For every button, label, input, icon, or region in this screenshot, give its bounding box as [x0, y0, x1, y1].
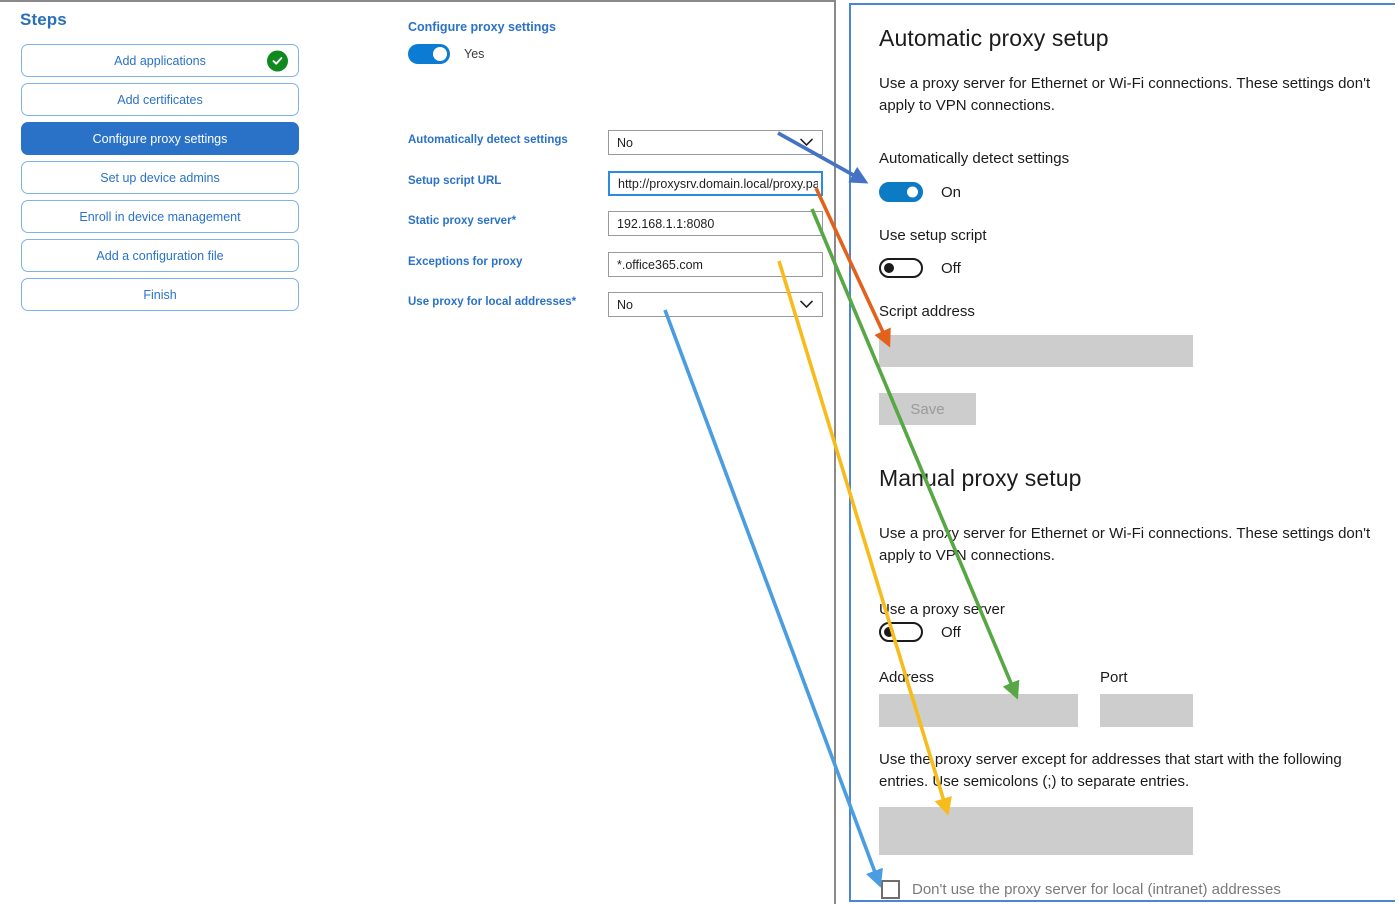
field-use-proxy-for-local-addresses: Use proxy for local addresses* No — [408, 292, 826, 318]
chevron-down-icon — [800, 136, 813, 150]
steps-list: Add applications Add certificates Config… — [21, 44, 299, 317]
bypass-local-addresses-label: Don't use the proxy server for local (in… — [912, 881, 1281, 898]
automatically-detect-settings-label: Automatically detect settings — [879, 150, 1070, 167]
bypass-local-addresses-row: Don't use the proxy server for local (in… — [881, 880, 1281, 899]
input-value: 192.168.1.1:8080 — [617, 216, 715, 231]
vertical-divider — [834, 0, 836, 904]
configure-proxy-toggle-value: Yes — [464, 47, 485, 61]
step-label: Add a configuration file — [96, 248, 224, 263]
step-label: Configure proxy settings — [92, 131, 228, 146]
field-label: Exceptions for proxy — [408, 256, 523, 268]
port-input[interactable] — [1100, 694, 1193, 727]
automatic-proxy-setup-heading: Automatic proxy setup — [879, 25, 1109, 51]
step-item-finish[interactable]: Finish — [21, 278, 299, 311]
exceptions-input[interactable] — [879, 807, 1193, 855]
use-proxy-for-local-addresses-select[interactable]: No — [608, 292, 823, 317]
step-item-set-up-device-admins[interactable]: Set up device admins — [21, 161, 299, 194]
step-item-add-certificates[interactable]: Add certificates — [21, 83, 299, 116]
arrow-local-addresses — [663, 309, 883, 888]
field-label: Static proxy server* — [408, 215, 517, 227]
step-label: Enroll in device management — [79, 209, 241, 224]
use-setup-script-toggle[interactable] — [879, 258, 923, 278]
use-a-proxy-server-label: Use a proxy server — [879, 601, 1005, 618]
input-value: *.office365.com — [617, 257, 703, 272]
use-a-proxy-server-toggle[interactable] — [879, 622, 923, 642]
automatically-detect-settings-toggle[interactable] — [879, 182, 923, 202]
script-address-input[interactable] — [879, 335, 1193, 367]
exceptions-description: Use the proxy server except for addresse… — [879, 751, 1342, 790]
setup-script-url-input[interactable]: http://proxysrv.domain.local/proxy.pa — [608, 171, 823, 196]
address-input[interactable] — [879, 694, 1078, 727]
automatically-detect-settings-state: On — [941, 183, 962, 201]
manual-proxy-setup-heading: Manual proxy setup — [879, 465, 1082, 491]
input-value: http://proxysrv.domain.local/proxy.pa — [618, 176, 818, 191]
use-setup-script-label: Use setup script — [879, 227, 987, 244]
port-label: Port — [1100, 669, 1128, 686]
use-a-proxy-server-state: Off — [941, 623, 961, 641]
step-item-add-a-configuration-file[interactable]: Add a configuration file — [21, 239, 299, 272]
step-label: Add applications — [114, 53, 206, 68]
automatically-detect-settings-select[interactable]: No — [608, 130, 823, 155]
windows-proxy-settings-panel: Automatic proxy setup Use a proxy server… — [849, 3, 1395, 902]
step-item-enroll-in-device-management[interactable]: Enroll in device management — [21, 200, 299, 233]
script-address-label: Script address — [879, 303, 975, 320]
check-circle-icon — [267, 50, 288, 71]
field-automatically-detect-settings: Automatically detect settings No — [408, 130, 826, 156]
field-exceptions-for-proxy: Exceptions for proxy *.office365.com — [408, 252, 826, 278]
step-item-configure-proxy-settings[interactable]: Configure proxy settings — [21, 122, 299, 155]
address-label: Address — [879, 669, 935, 686]
step-label: Set up device admins — [100, 170, 220, 185]
chevron-down-icon — [800, 298, 813, 312]
field-label: Setup script URL — [408, 175, 502, 187]
top-divider — [0, 0, 836, 2]
bypass-local-addresses-checkbox[interactable] — [881, 880, 900, 899]
select-value: No — [617, 297, 633, 312]
automatic-proxy-setup-description: Use a proxy server for Ethernet or Wi-Fi… — [879, 75, 1371, 114]
step-label: Finish — [143, 287, 177, 302]
save-button[interactable]: Save — [879, 393, 976, 425]
field-setup-script-url: Setup script URL http://proxysrv.domain.… — [408, 171, 826, 197]
use-a-proxy-server-toggle-row: Off — [879, 622, 961, 642]
static-proxy-server-input[interactable]: 192.168.1.1:8080 — [608, 211, 823, 236]
steps-title: Steps — [20, 10, 67, 29]
use-setup-script-state: Off — [941, 259, 961, 277]
step-label: Add certificates — [117, 92, 203, 107]
configure-proxy-toggle-row: Yes — [408, 44, 484, 64]
configure-proxy-toggle[interactable] — [408, 44, 450, 64]
field-label: Automatically detect settings — [408, 134, 568, 146]
use-setup-script-toggle-row: Off — [879, 258, 961, 278]
manual-proxy-setup-description: Use a proxy server for Ethernet or Wi-Fi… — [879, 525, 1371, 564]
form-title: Configure proxy settings — [408, 20, 556, 34]
field-label: Use proxy for local addresses* — [408, 296, 577, 308]
select-value: No — [617, 135, 633, 150]
step-item-add-applications[interactable]: Add applications — [21, 44, 299, 77]
exceptions-for-proxy-input[interactable]: *.office365.com — [608, 252, 823, 277]
field-static-proxy-server: Static proxy server* 192.168.1.1:8080 — [408, 211, 826, 237]
automatically-detect-settings-toggle-row: On — [879, 182, 961, 202]
